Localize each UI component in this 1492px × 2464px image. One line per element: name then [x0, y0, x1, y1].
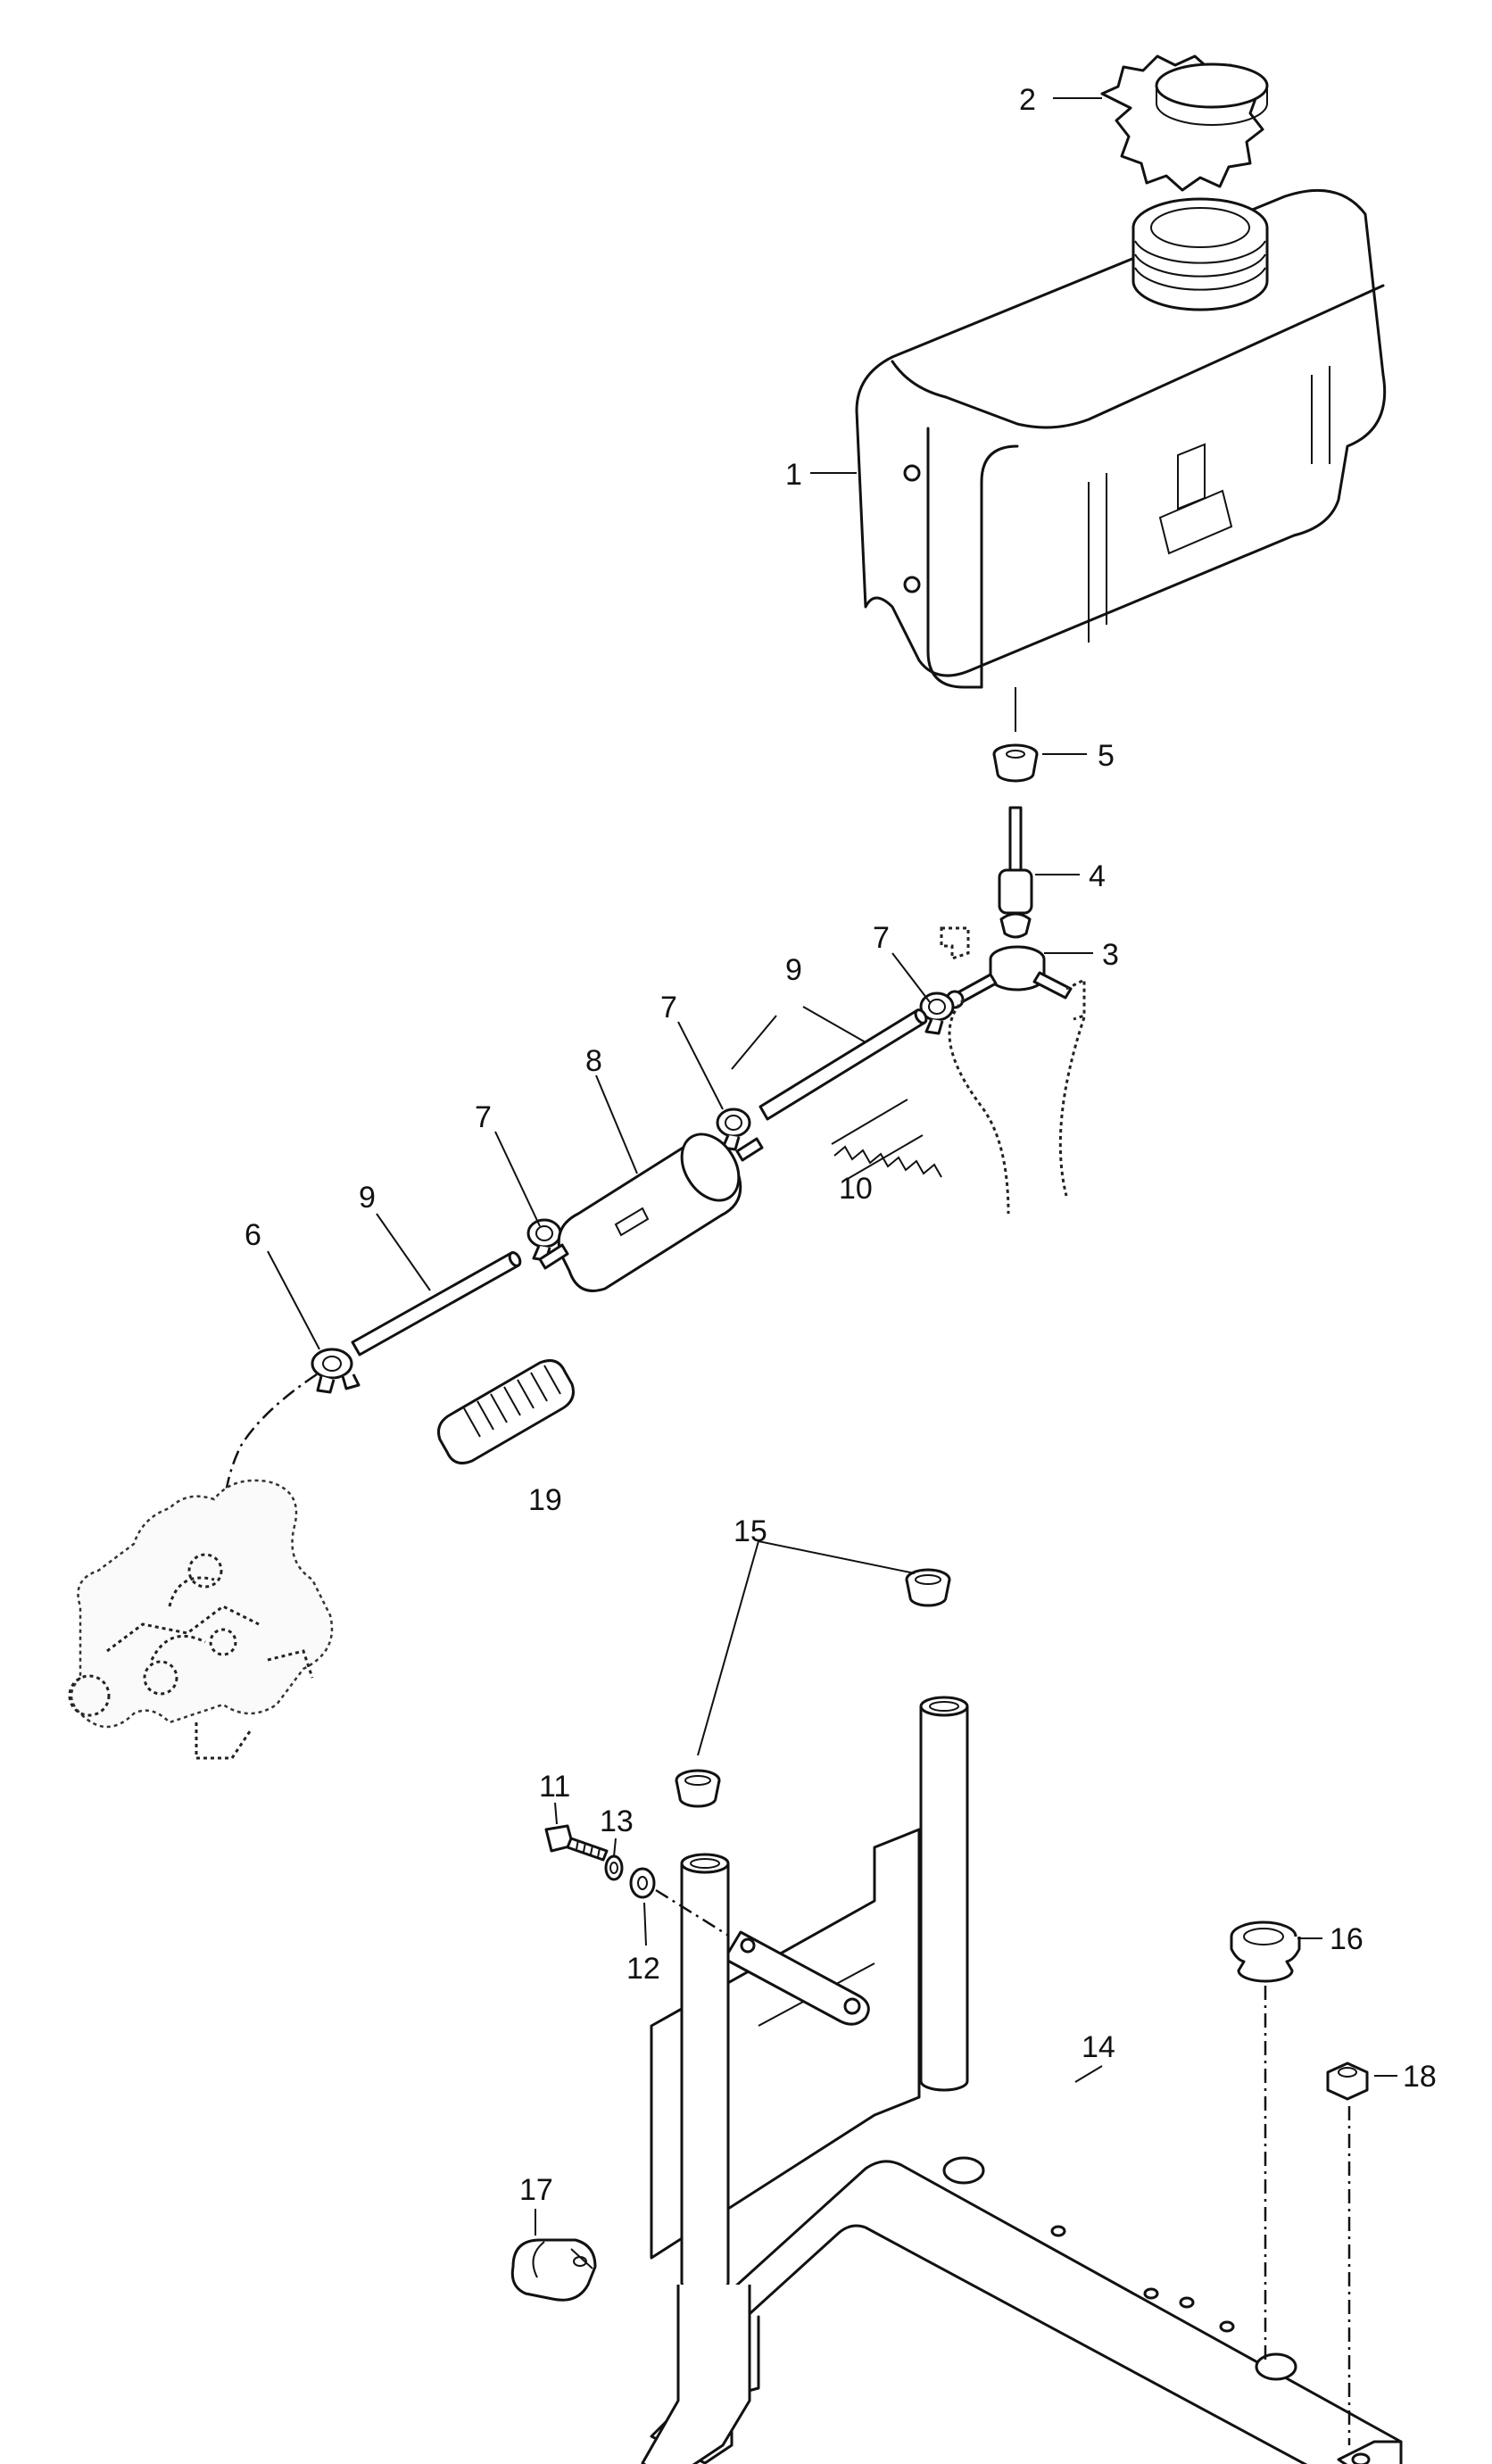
callout-16: 16: [1330, 1922, 1364, 1956]
bolt-center-line: [655, 1888, 728, 1937]
tank-support-frame: [641, 1696, 1403, 2464]
callout-19: 19: [528, 1483, 562, 1517]
frame-bolt: [544, 1824, 609, 1862]
callout-13: 13: [600, 1804, 634, 1838]
carburetor-reference: [68, 1479, 334, 1760]
fuel-shutoff-valve: [940, 806, 1086, 1215]
leader-lines: [267, 97, 1397, 2236]
hex-nut: [1326, 2062, 1369, 2101]
callout-6: 6: [245, 1218, 261, 1252]
hose-clamp-left: [526, 1218, 562, 1262]
frame-cap-grommet-left: [675, 1769, 721, 1808]
callout-10: 10: [839, 1172, 873, 1206]
lock-washer: [604, 1854, 624, 1881]
callout-3: 3: [1102, 938, 1119, 972]
callout-7-left: 7: [475, 1100, 492, 1134]
tank-outlet-grommet: [992, 743, 1039, 783]
callout-12: 12: [626, 1952, 660, 1986]
callout-labels: 2 1 5 4 3 7 9 7 10 8 7 9 6 19 15 11 13 1…: [245, 83, 1437, 2207]
cable-p-clamp: [510, 2238, 597, 2302]
callout-4: 4: [1089, 859, 1106, 893]
rubber-isolator-mount: [1230, 1921, 1301, 1983]
callout-2: 2: [1019, 83, 1036, 117]
callout-1: 1: [785, 458, 802, 492]
callout-5: 5: [1098, 739, 1115, 773]
callout-8: 8: [585, 1044, 602, 1078]
callout-18: 18: [1403, 2060, 1437, 2094]
fuel-hose-lower: [351, 1251, 522, 1356]
callout-9-lower: 9: [359, 1181, 376, 1215]
callout-11: 11: [539, 1770, 570, 1804]
fuel-line-spring: [831, 1099, 942, 1181]
fuel-tank: [855, 188, 1387, 732]
callout-15: 15: [734, 1514, 767, 1548]
frame-cap-grommet-right: [905, 1568, 951, 1607]
flat-washer: [629, 1867, 656, 1899]
spring-sleeve: [437, 1359, 575, 1464]
spring-hose-clamp: [311, 1348, 361, 1394]
callout-7-middle: 7: [660, 991, 677, 1025]
callout-9-upper: 9: [785, 953, 802, 987]
callout-7-right: 7: [873, 921, 890, 955]
callout-14: 14: [1082, 2030, 1115, 2064]
callout-17: 17: [519, 2173, 553, 2207]
fuel-cap: [1100, 54, 1269, 192]
fuel-filter: [538, 1132, 764, 1292]
